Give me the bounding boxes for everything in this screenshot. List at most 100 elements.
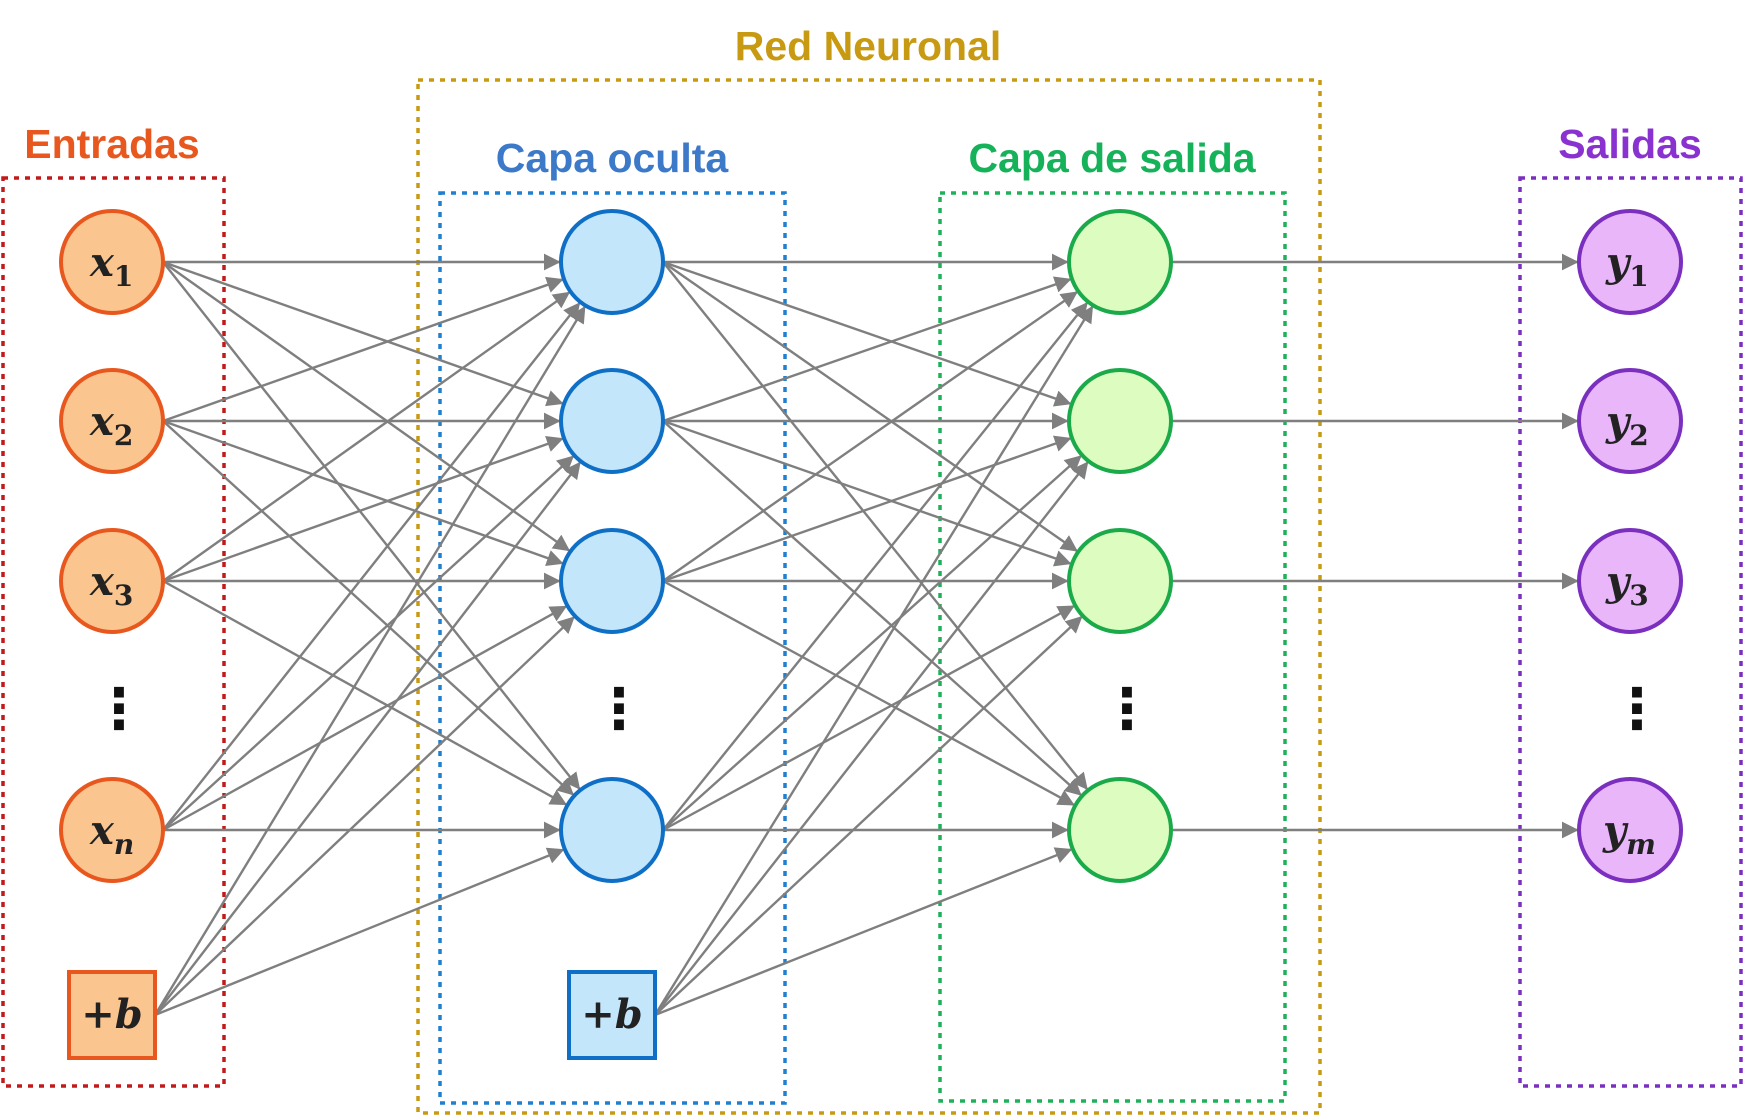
input-subscript: n [114,828,134,861]
output-symbol: y [1605,558,1632,605]
svg-text:ym: ym [1602,807,1656,861]
bias-to-hidden-connection [154,616,575,1016]
outputs-frame [1518,176,1743,1088]
hidden-to-output-connection [662,435,1072,583]
input-to-hidden-connection [162,291,571,582]
bias-symbol: b [615,991,643,1038]
bias-to-hidden-connection [154,461,581,1016]
bias-to-output-connection [654,847,1073,1017]
bias-symbol: b [115,991,143,1038]
hidden-ellipsis: ⋮ [591,677,647,742]
input-to-hidden-connection [162,579,568,806]
output-node-circle [1577,368,1683,474]
output-layer-ellipsis: ⋮ [1099,677,1155,742]
outputs-ellipsis: ⋮ [1609,677,1665,742]
hidden-to-output-connection [662,455,1082,831]
hidden-to-output-connection [662,579,1075,806]
output-layer-title: Capa de salida [968,135,1256,181]
hidden-layer-title: Capa oculta [496,135,730,181]
output-node-circle [1577,209,1683,315]
inputs-frame [1,176,226,1088]
input-bias-box [67,970,157,1060]
output-node-ym: ym [1577,777,1683,883]
svg-text:x3: x3 [89,558,133,612]
input-node-x3: x3 [59,528,165,634]
input-node-circle [59,368,165,474]
bias-to-hidden-connection [153,305,586,1016]
input-subscript: 3 [114,579,133,612]
output-node-y1: y1 [1577,209,1683,315]
hidden-to-output-connection [662,301,1088,831]
output-subscript: 2 [1629,419,1648,452]
hidden-bias-node: +b [567,970,657,1060]
input-to-hidden-connection [162,435,564,583]
input-node-x2: x2 [59,368,165,474]
neural-network-frame [416,78,1322,1115]
input-to-hidden-connection [162,261,571,552]
output-layer-frame [938,191,1287,1103]
input-symbol: x [89,398,115,445]
input-subscript: 1 [114,260,133,293]
input-symbol: x [89,807,115,854]
hidden-to-output-connection [662,261,1088,791]
inputs-ellipsis: ⋮ [91,677,147,742]
output-layer-node-1 [1067,209,1173,315]
hidden-to-output-connection [662,605,1075,832]
svg-text:y3: y3 [1605,558,1649,612]
input-to-hidden-connection [162,419,564,567]
hidden-to-output-connection [662,291,1078,582]
hidden-to-output-connection [662,260,1072,407]
hidden-node-n [559,777,665,883]
input-node-circle [59,209,165,315]
output-symbol: y [1605,239,1632,286]
input-symbol: x [89,239,115,286]
bias-sign: + [81,991,115,1038]
output-layer-node-3 [1067,528,1173,634]
svg-text:xn: xn [89,807,134,861]
output-node-circle [1577,528,1683,634]
input-node-x1: x1 [59,209,165,315]
bias-to-output-connection [653,305,1094,1016]
bias-to-output-connection [654,461,1089,1016]
input-bias-node: +b [67,970,157,1060]
output-layer-node-m [1067,777,1173,883]
bias-to-hidden-connection [154,847,565,1017]
bias-to-output-connection [654,616,1083,1016]
input-to-hidden-connection [162,261,581,790]
svg-text:x2: x2 [89,398,133,452]
hidden-to-output-connection [662,276,1072,423]
svg-text:y2: y2 [1605,398,1649,452]
hidden-node-1 [559,209,665,315]
svg-text:+b: +b [81,991,142,1038]
output-subscript: m [1626,828,1656,861]
inputs-title: Entradas [24,121,199,167]
hidden-to-output-connection [662,420,1082,796]
hidden-node-2 [559,368,665,474]
hidden-bias-box [567,970,657,1060]
svg-text:y1: y1 [1605,239,1649,293]
input-node-circle [59,528,165,634]
input-symbol: x [89,558,115,605]
outputs-title: Salidas [1558,121,1702,167]
input-node-xn: xn [59,777,165,883]
input-to-hidden-connection [162,420,575,796]
output-symbol: y [1602,807,1629,854]
hidden-to-output-connection [662,419,1072,567]
output-subscript: 3 [1629,579,1648,612]
network-title: Red Neuronal [735,23,1002,69]
svg-text:+b: +b [581,991,642,1038]
svg-text:x1: x1 [89,239,133,293]
input-to-hidden-connection [162,260,564,407]
bias-sign: + [581,991,615,1038]
input-node-circle [59,777,165,883]
output-subscript: 1 [1629,260,1648,293]
output-node-y2: y2 [1577,368,1683,474]
connections [153,253,1579,1017]
input-to-hidden-connection [162,276,564,423]
hidden-to-output-connection [662,261,1078,552]
hidden-node-3 [559,528,665,634]
output-node-circle [1577,777,1683,883]
output-node-y3: y3 [1577,528,1683,634]
output-symbol: y [1605,398,1632,445]
